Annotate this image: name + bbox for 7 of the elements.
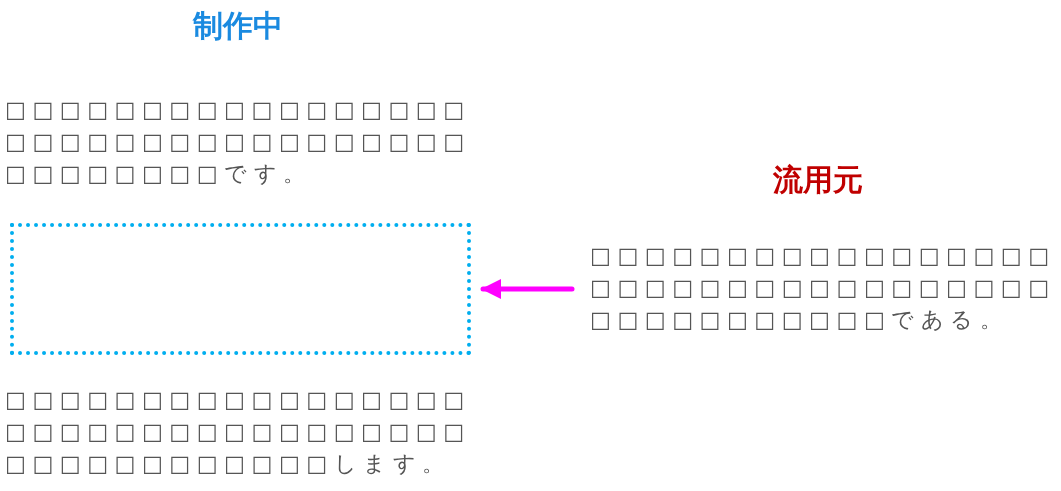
- paragraph: □□□□□□□□□□□□□□□□□□□□□□□□□□□□□□□□□□□□□□□□□□□□□である。: [590, 240, 1058, 336]
- title: 制作中: [193, 7, 283, 45]
- arrow: [480, 279, 575, 299]
- dotted-box: [10, 223, 471, 355]
- paragraph: □□□□□□□□□□□□□□□□□□□□□□□□□□□□□□□□□□□□□□□□□□です。: [5, 96, 472, 188]
- heading: 流用元: [773, 161, 863, 199]
- paragraph: □□□□□□□□□□□□□□□□□□□□□□□□□□□□□□□□□□□□□□□□□□□□□□します。: [5, 386, 472, 478]
